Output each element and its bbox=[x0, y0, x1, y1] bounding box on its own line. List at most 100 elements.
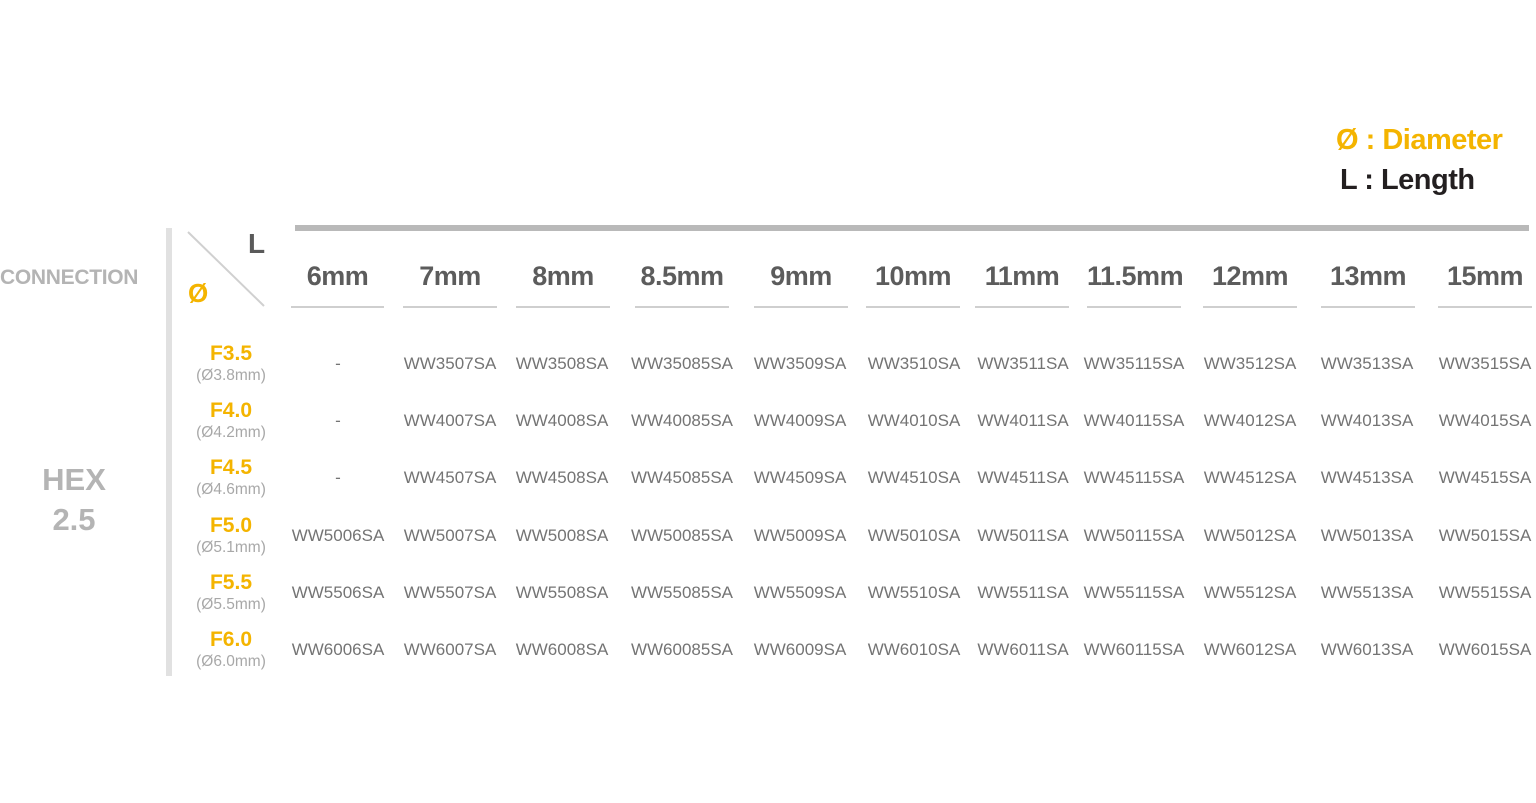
product-code: WW4008SA bbox=[515, 411, 609, 430]
product-code: WW5012SA bbox=[1203, 526, 1297, 545]
column-header: 8.5mm bbox=[635, 256, 729, 308]
product-code: WW55085SA bbox=[630, 583, 734, 602]
column-header: 10mm bbox=[866, 256, 960, 308]
column-header: 8mm bbox=[516, 256, 610, 308]
product-code: WW4015SA bbox=[1438, 411, 1532, 430]
product-code: WW3507SA bbox=[403, 354, 497, 373]
product-code: WW4512SA bbox=[1203, 468, 1297, 487]
connection-type-line1: HEX bbox=[42, 462, 106, 497]
product-code: WW4007SA bbox=[403, 411, 497, 430]
product-code: WW5509SA bbox=[753, 583, 847, 602]
vertical-divider bbox=[166, 228, 172, 676]
product-code: WW5511SA bbox=[977, 583, 1069, 602]
product-code: WW4515SA bbox=[1438, 468, 1532, 487]
product-code: WW5013SA bbox=[1320, 526, 1414, 545]
product-code: WW3510SA bbox=[867, 354, 961, 373]
fixture-diameter: (Ø6.0mm) bbox=[196, 653, 266, 670]
product-code: WW5008SA bbox=[515, 526, 609, 545]
product-code: WW5513SA bbox=[1320, 583, 1414, 602]
product-code: WW40115SA bbox=[1083, 411, 1185, 430]
product-code: WW5009SA bbox=[753, 526, 847, 545]
product-code: WW4513SA bbox=[1320, 468, 1414, 487]
column-header: 11mm bbox=[975, 256, 1069, 308]
product-code: WW4508SA bbox=[515, 468, 609, 487]
product-code: WW3508SA bbox=[515, 354, 609, 373]
product-code: WW5011SA bbox=[977, 526, 1069, 545]
product-code: WW3513SA bbox=[1320, 354, 1414, 373]
product-code: WW5510SA bbox=[867, 583, 961, 602]
product-code: - bbox=[335, 354, 341, 373]
product-code: WW45085SA bbox=[630, 468, 734, 487]
fixture-name: F5.0 bbox=[209, 514, 253, 537]
product-code: WW5515SA bbox=[1438, 583, 1532, 602]
product-code: WW5506SA bbox=[291, 583, 385, 602]
fixture-diameter: (Ø3.8mm) bbox=[196, 367, 266, 384]
product-code: WW55115SA bbox=[1083, 583, 1185, 602]
product-code: WW5512SA bbox=[1203, 583, 1297, 602]
column-header: 13mm bbox=[1321, 256, 1415, 308]
fixture-diameter: (Ø5.1mm) bbox=[196, 539, 266, 556]
product-code: WW3512SA bbox=[1203, 354, 1297, 373]
column-header: 9mm bbox=[754, 256, 848, 308]
product-code: WW35115SA bbox=[1083, 354, 1185, 373]
product-code: WW35085SA bbox=[630, 354, 734, 373]
product-code: WW4009SA bbox=[753, 411, 847, 430]
product-code: WW50115SA bbox=[1083, 526, 1185, 545]
product-code: WW3511SA bbox=[977, 354, 1069, 373]
product-code: WW4010SA bbox=[867, 411, 961, 430]
diagonal-line-icon bbox=[187, 231, 265, 307]
product-code: WW6012SA bbox=[1203, 640, 1297, 659]
fixture-name: F6.0 bbox=[209, 628, 253, 651]
product-code: WW4013SA bbox=[1320, 411, 1414, 430]
product-code: WW6011SA bbox=[977, 640, 1069, 659]
product-code: WW5015SA bbox=[1438, 526, 1532, 545]
product-code: WW5006SA bbox=[291, 526, 385, 545]
product-code: WW4510SA bbox=[867, 468, 961, 487]
corner-header: L Ø bbox=[186, 228, 268, 310]
diameter-symbol: Ø bbox=[188, 278, 209, 308]
product-code: WW40085SA bbox=[630, 411, 734, 430]
product-code: WW60115SA bbox=[1083, 640, 1185, 659]
product-code: WW4511SA bbox=[977, 468, 1069, 487]
column-header: 6mm bbox=[291, 256, 384, 308]
product-code: WW3515SA bbox=[1438, 354, 1532, 373]
product-code: WW6015SA bbox=[1438, 640, 1532, 659]
fixture-name: F5.5 bbox=[209, 571, 253, 594]
length-symbol: L bbox=[248, 228, 266, 259]
product-code: WW6013SA bbox=[1320, 640, 1414, 659]
connection-type-line2: 2.5 bbox=[52, 502, 96, 537]
fixture-name: F3.5 bbox=[209, 342, 253, 365]
product-code: WW5010SA bbox=[867, 526, 961, 545]
product-code: - bbox=[335, 411, 341, 430]
connection-type: HEX 2.5 bbox=[0, 460, 148, 540]
legend-diameter: Ø : Diameter bbox=[1336, 124, 1503, 156]
product-code: WW4011SA bbox=[977, 411, 1069, 430]
fixture-diameter: (Ø5.5mm) bbox=[196, 596, 266, 613]
product-code: WW45115SA bbox=[1083, 468, 1185, 487]
product-code: WW4012SA bbox=[1203, 411, 1297, 430]
product-code: WW6006SA bbox=[291, 640, 385, 659]
fixture-name: F4.0 bbox=[209, 399, 253, 422]
product-code: - bbox=[335, 468, 341, 487]
product-code: WW6010SA bbox=[867, 640, 961, 659]
fixture-diameter: (Ø4.6mm) bbox=[196, 481, 266, 498]
product-code: WW6009SA bbox=[753, 640, 847, 659]
product-code: WW60085SA bbox=[630, 640, 734, 659]
product-code: WW6007SA bbox=[403, 640, 497, 659]
connection-label: CONNECTION bbox=[0, 266, 139, 289]
product-code: WW6008SA bbox=[515, 640, 609, 659]
column-header: 15mm bbox=[1438, 256, 1532, 308]
product-code: WW3509SA bbox=[753, 354, 847, 373]
product-code: WW4509SA bbox=[753, 468, 847, 487]
product-code: WW50085SA bbox=[630, 526, 734, 545]
product-code: WW5507SA bbox=[403, 583, 497, 602]
column-header: 12mm bbox=[1203, 256, 1297, 308]
fixture-diameter: (Ø4.2mm) bbox=[196, 424, 266, 441]
column-header: 11.5mm bbox=[1087, 256, 1184, 308]
legend-length: L : Length bbox=[1340, 164, 1475, 196]
legend: Ø : Diameter L : Length bbox=[1336, 120, 1503, 200]
fixture-name: F4.5 bbox=[209, 456, 253, 479]
product-code: WW5007SA bbox=[403, 526, 497, 545]
header-top-bar bbox=[295, 225, 1529, 231]
